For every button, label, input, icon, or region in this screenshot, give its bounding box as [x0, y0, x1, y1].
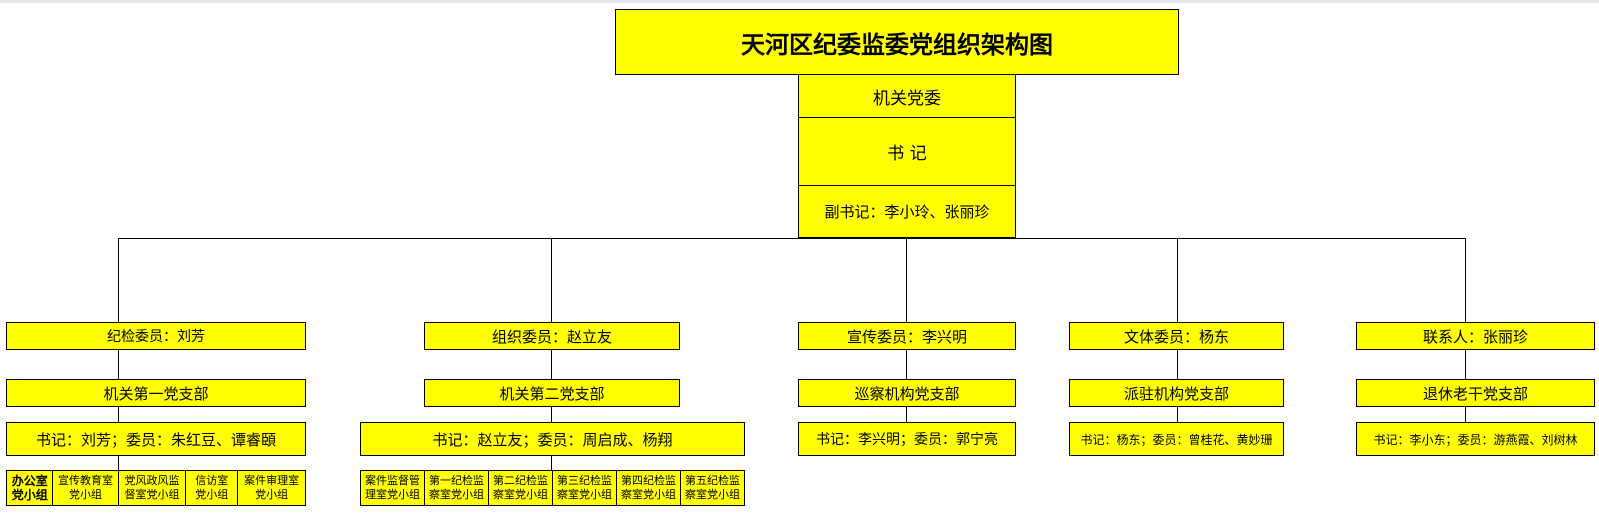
party-group-cell: 党风政风监 督室党小组: [117, 471, 186, 505]
connector-col1-branch-committee: [118, 407, 119, 422]
connector-drop-col2: [551, 238, 552, 322]
connector-col2-committee-groups: [551, 456, 552, 470]
party-group-cell: 案件监督管 理室党小组: [365, 474, 420, 501]
connector-col4-member-branch: [1177, 350, 1178, 379]
col1-party-groups: 办公室 党小组 宣传教育室 党小组 党风政风监 督室党小组 信访室 党小组 案件…: [6, 470, 306, 506]
col2-member: 组织委员：赵立友: [424, 322, 680, 350]
col4-branch: 派驻机构党支部: [1069, 379, 1284, 407]
col4-committee: 书记：杨东；委员：曾桂花、黄妙珊: [1069, 422, 1284, 456]
secretary-box: 书 记: [798, 118, 1016, 186]
connector-col5-member-branch: [1465, 350, 1466, 379]
connector-col3-member-branch: [906, 350, 907, 379]
party-group-cell: 第二纪检监 察室党小组: [488, 471, 552, 505]
connector-horizontal-bus: [118, 238, 1466, 239]
col2-committee: 书记：赵立友；委员：周启成、杨翔: [360, 422, 745, 456]
connector-drop-col5: [1465, 238, 1466, 322]
col3-branch: 巡察机构党支部: [798, 379, 1016, 407]
party-group-cell: 第一纪检监 察室党小组: [424, 471, 488, 505]
col3-committee: 书记：李兴明；委员：郭宁亮: [798, 422, 1016, 456]
connector-col4-branch-committee: [1177, 407, 1178, 422]
party-group-cell: 第四纪检监 察室党小组: [616, 471, 680, 505]
col2-branch: 机关第二党支部: [424, 379, 680, 407]
col5-branch: 退休老干党支部: [1356, 379, 1595, 407]
col5-committee: 书记：李小东；委员：游燕霞、刘树林: [1356, 422, 1595, 456]
col5-member: 联系人：张丽珍: [1356, 322, 1595, 350]
party-group-cell: 案件审理室 党小组: [237, 471, 305, 505]
connector-col1-member-branch: [118, 350, 119, 379]
party-group-cell: 信访室 党小组: [185, 471, 237, 505]
col4-member: 文体委员：杨东: [1069, 322, 1284, 350]
connector-col2-branch-committee: [551, 407, 552, 422]
chart-title: 天河区纪委监委党组织架构图: [615, 9, 1179, 75]
top-border-band: [0, 0, 1599, 3]
org-party-committee: 机关党委: [798, 75, 1016, 118]
connector-col2-member-branch: [551, 350, 552, 379]
party-group-cell: 第五纪检监 察室党小组: [680, 471, 744, 505]
connector-drop-col4: [1177, 238, 1178, 322]
deputy-secretary-box: 副书记：李小玲、张丽珍: [798, 186, 1016, 238]
party-group-cell: 第三纪检监 察室党小组: [552, 471, 616, 505]
col2-party-groups: 案件监督管 理室党小组 第一纪检监 察室党小组 第二纪检监 察室党小组 第三纪检…: [360, 470, 745, 506]
connector-trunk: [906, 238, 907, 322]
connector-col5-branch-committee: [1465, 407, 1466, 422]
party-group-cell: 办公室 党小组: [11, 474, 48, 502]
connector-col3-branch-committee: [906, 407, 907, 422]
col1-member: 纪检委员：刘芳: [6, 322, 306, 350]
col3-member: 宣传委员：李兴明: [798, 322, 1016, 350]
col1-branch: 机关第一党支部: [6, 379, 306, 407]
party-group-cell: 宣传教育室 党小组: [52, 471, 117, 505]
connector-drop-col1: [118, 238, 119, 322]
connector-col1-committee-groups: [118, 456, 119, 470]
col1-committee: 书记：刘芳；委员：朱红豆、谭睿頣: [6, 422, 306, 456]
